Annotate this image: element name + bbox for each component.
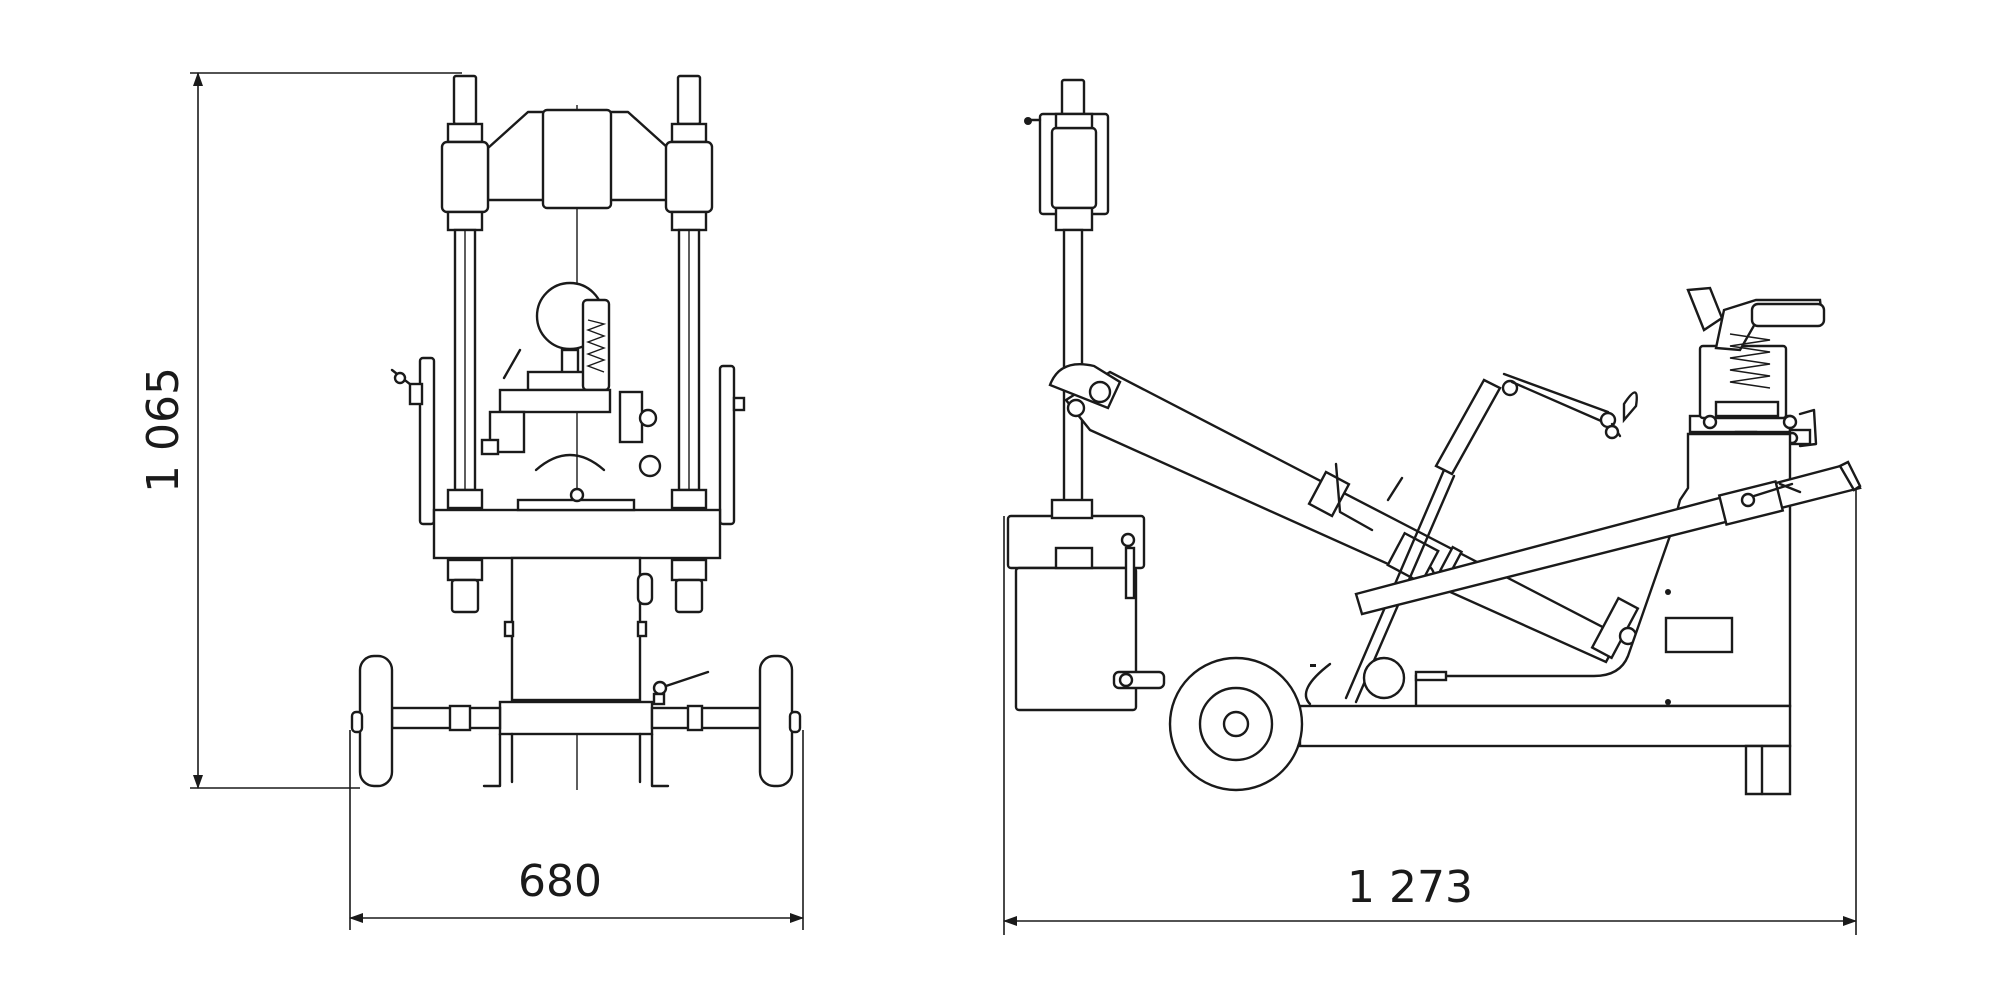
front-right-guide [718,364,736,526]
side-pump-tower [1686,286,1826,448]
height-dimension-label: 1 065 [138,367,189,493]
length-dimension-label: 1 273 [1347,862,1473,913]
front-right-wheel [758,654,794,788]
front-base [498,700,654,736]
front-body [510,556,642,702]
side-lever [1354,460,1862,616]
side-view [1006,78,1862,796]
front-axle-right [650,706,762,730]
width-dimension [349,730,804,930]
front-left-column [440,74,490,614]
pump-handle-grip [1750,302,1826,328]
width-dimension-label: 680 [518,856,602,907]
side-base-frame [1298,704,1792,748]
front-axle-left [390,706,502,730]
front-top-clamp [541,108,613,210]
front-left-wheel [358,654,394,788]
front-right-column [664,74,714,614]
front-left-guide [418,356,436,526]
side-label-plate [1664,616,1734,654]
side-main-arm [1048,362,1640,664]
front-view [350,74,802,790]
height-dimension [190,72,462,789]
length-dimension [1003,490,1857,935]
front-platform [432,508,722,560]
side-rear-foot [1744,744,1792,796]
